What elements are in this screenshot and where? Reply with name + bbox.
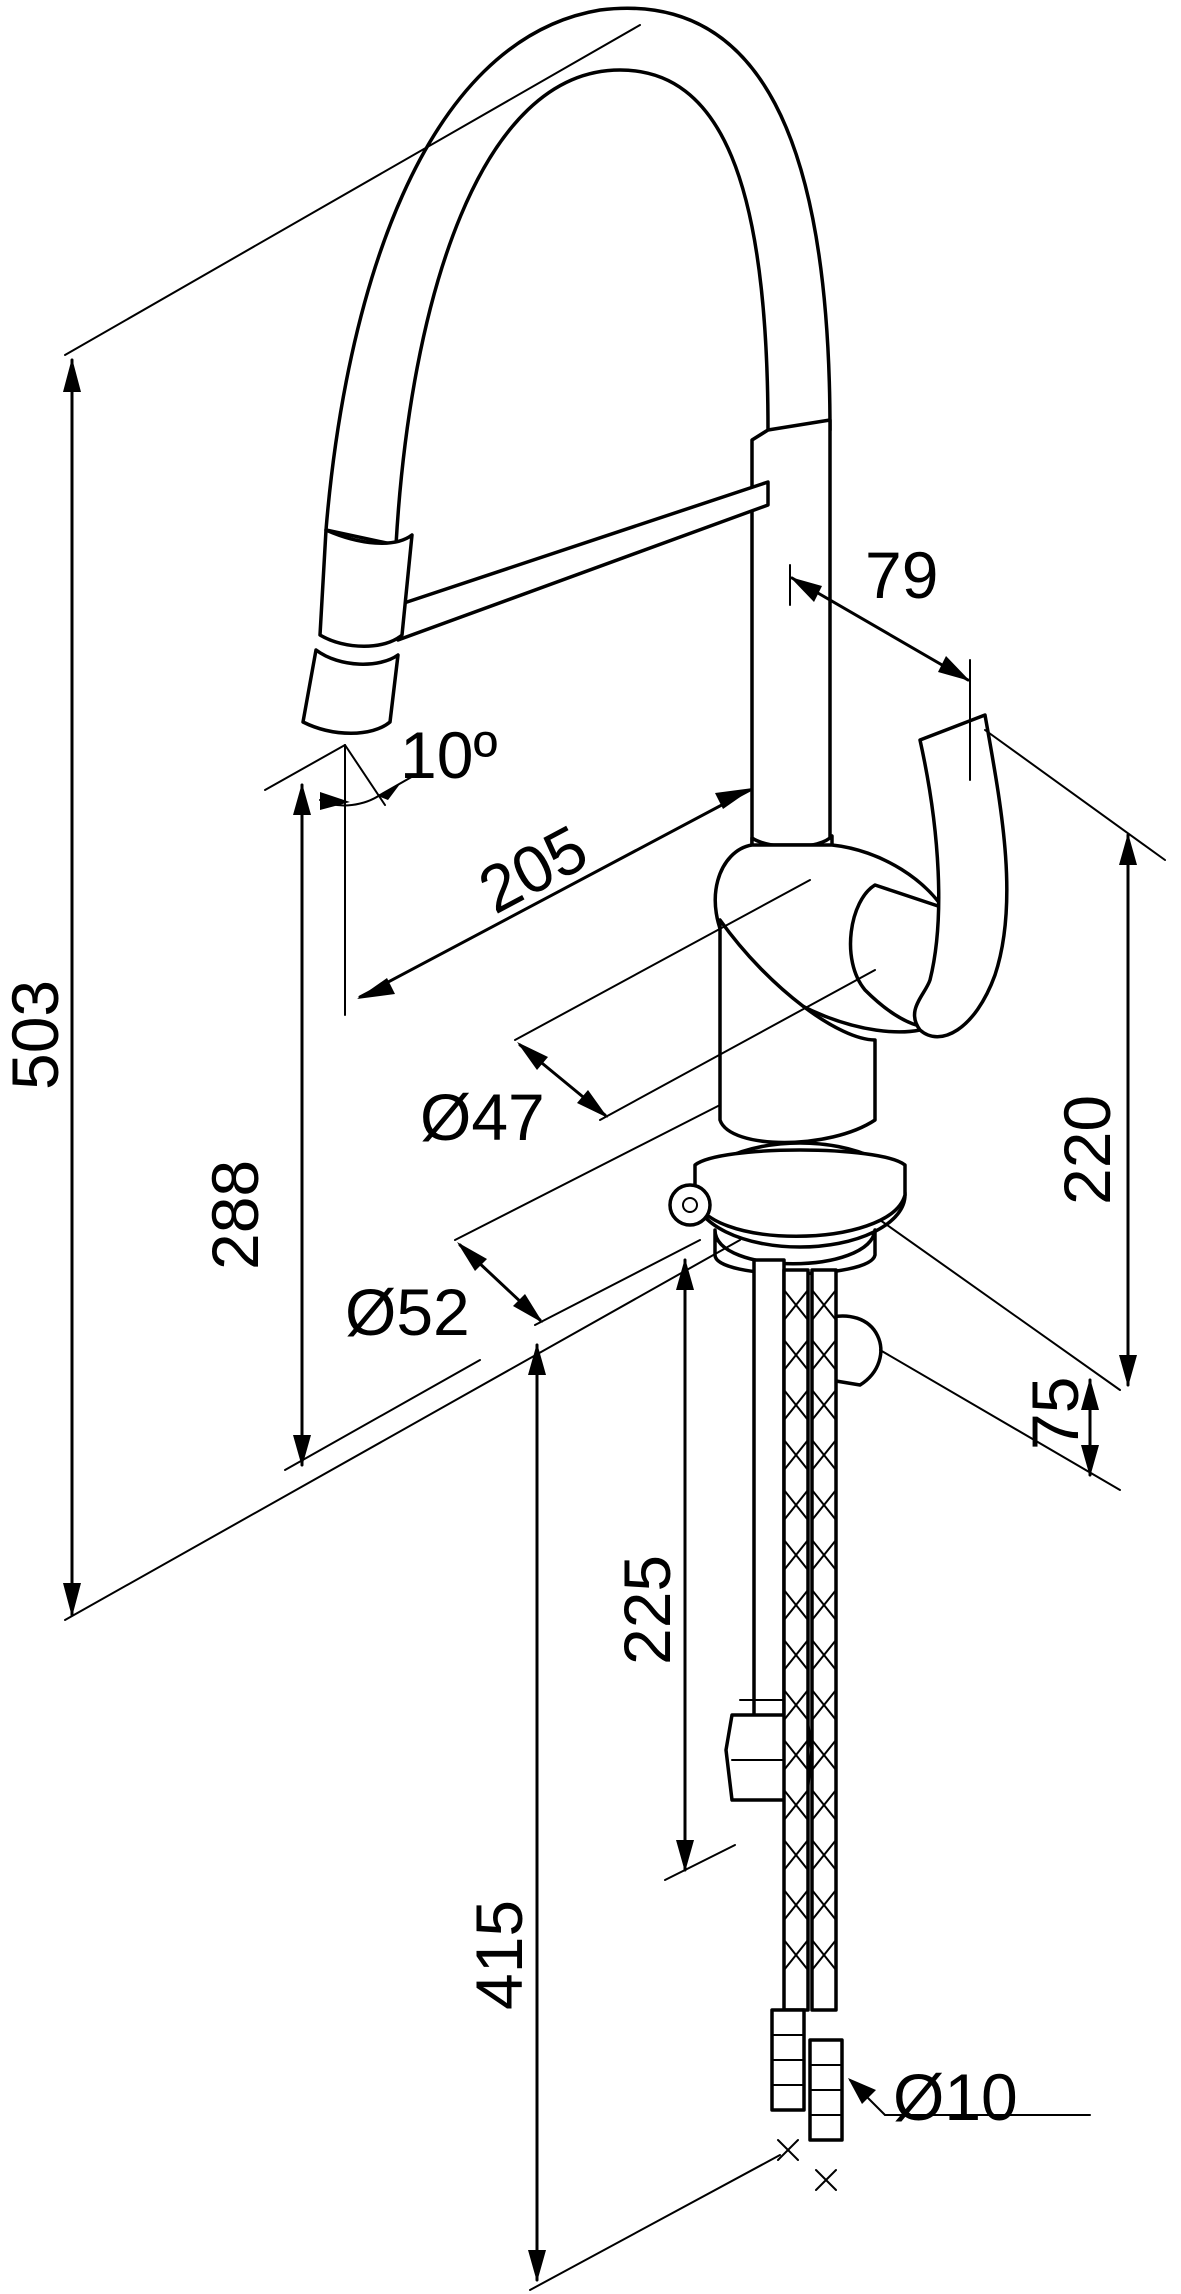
- spray-head-collar: [318, 528, 414, 648]
- side-pin: [668, 1183, 712, 1227]
- label-base-diameter: Ø52: [345, 1275, 470, 1349]
- label-spout-tilt: 10º: [400, 718, 498, 792]
- label-lever-height: 220: [1050, 1095, 1124, 1205]
- dimension-lines: [63, 24, 1166, 2291]
- label-base-to-lever: 75: [1018, 1377, 1092, 1450]
- label-hose-length: 415: [462, 1900, 536, 2010]
- label-spout-reach: 205: [467, 810, 599, 927]
- lever-handle: [912, 713, 1009, 1039]
- spout-band: [396, 480, 770, 642]
- label-total-height: 503: [0, 980, 72, 1090]
- label-hose-connector: Ø10: [893, 2060, 1018, 2134]
- label-body-diameter: Ø47: [420, 1080, 545, 1154]
- label-shank-length: 225: [610, 1555, 684, 1665]
- base-ring: [693, 1148, 907, 1238]
- supply-hose-right: [810, 1268, 838, 2012]
- supply-hose-left: [782, 1268, 810, 2012]
- lower-body: [718, 918, 877, 1145]
- supply-hoses: [770, 1268, 844, 2191]
- threaded-shank: [752, 1258, 786, 1722]
- label-spout-height: 288: [198, 1160, 272, 1270]
- faucet-body: [301, 6, 1009, 1802]
- label-lever-offset: 79: [865, 538, 938, 612]
- spray-head: [301, 648, 400, 735]
